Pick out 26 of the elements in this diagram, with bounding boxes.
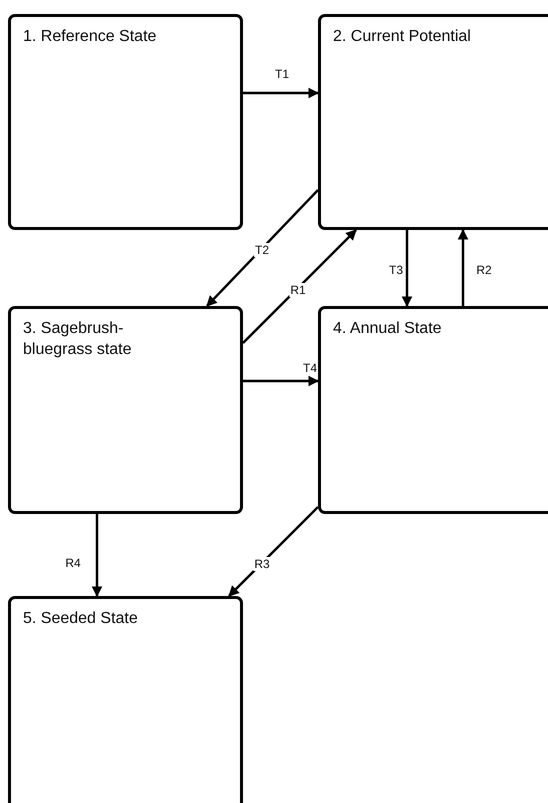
edge-label: R1: [289, 283, 307, 297]
edge-label: T1: [274, 67, 290, 81]
state-title: 1. Reference State: [23, 27, 158, 47]
edge-label: R4: [64, 556, 82, 570]
state-box: [8, 596, 243, 803]
edge-label: T3: [388, 263, 404, 277]
arrow: [206, 189, 319, 307]
state-title: 5. Seeded State: [23, 609, 139, 629]
state-box: [8, 14, 243, 230]
edge-label: T2: [254, 243, 270, 257]
state-box: [318, 14, 548, 230]
edge-label: R3: [253, 557, 271, 571]
state-title: 4. Annual State: [333, 319, 443, 339]
state-title: 3. Sagebrush- bluegrass state: [23, 319, 133, 360]
arrow: [228, 506, 319, 597]
arrow: [458, 228, 468, 306]
arrow: [402, 230, 412, 308]
state-box: [318, 306, 548, 514]
arrow: [243, 376, 320, 386]
edge-label: R2: [475, 263, 493, 277]
arrow: [92, 514, 102, 598]
arrow: [243, 88, 320, 98]
state-title: 2. Current Potential: [333, 27, 472, 47]
state-box: [8, 306, 243, 514]
arrow: [242, 229, 357, 344]
edge-label: T4: [302, 361, 318, 375]
